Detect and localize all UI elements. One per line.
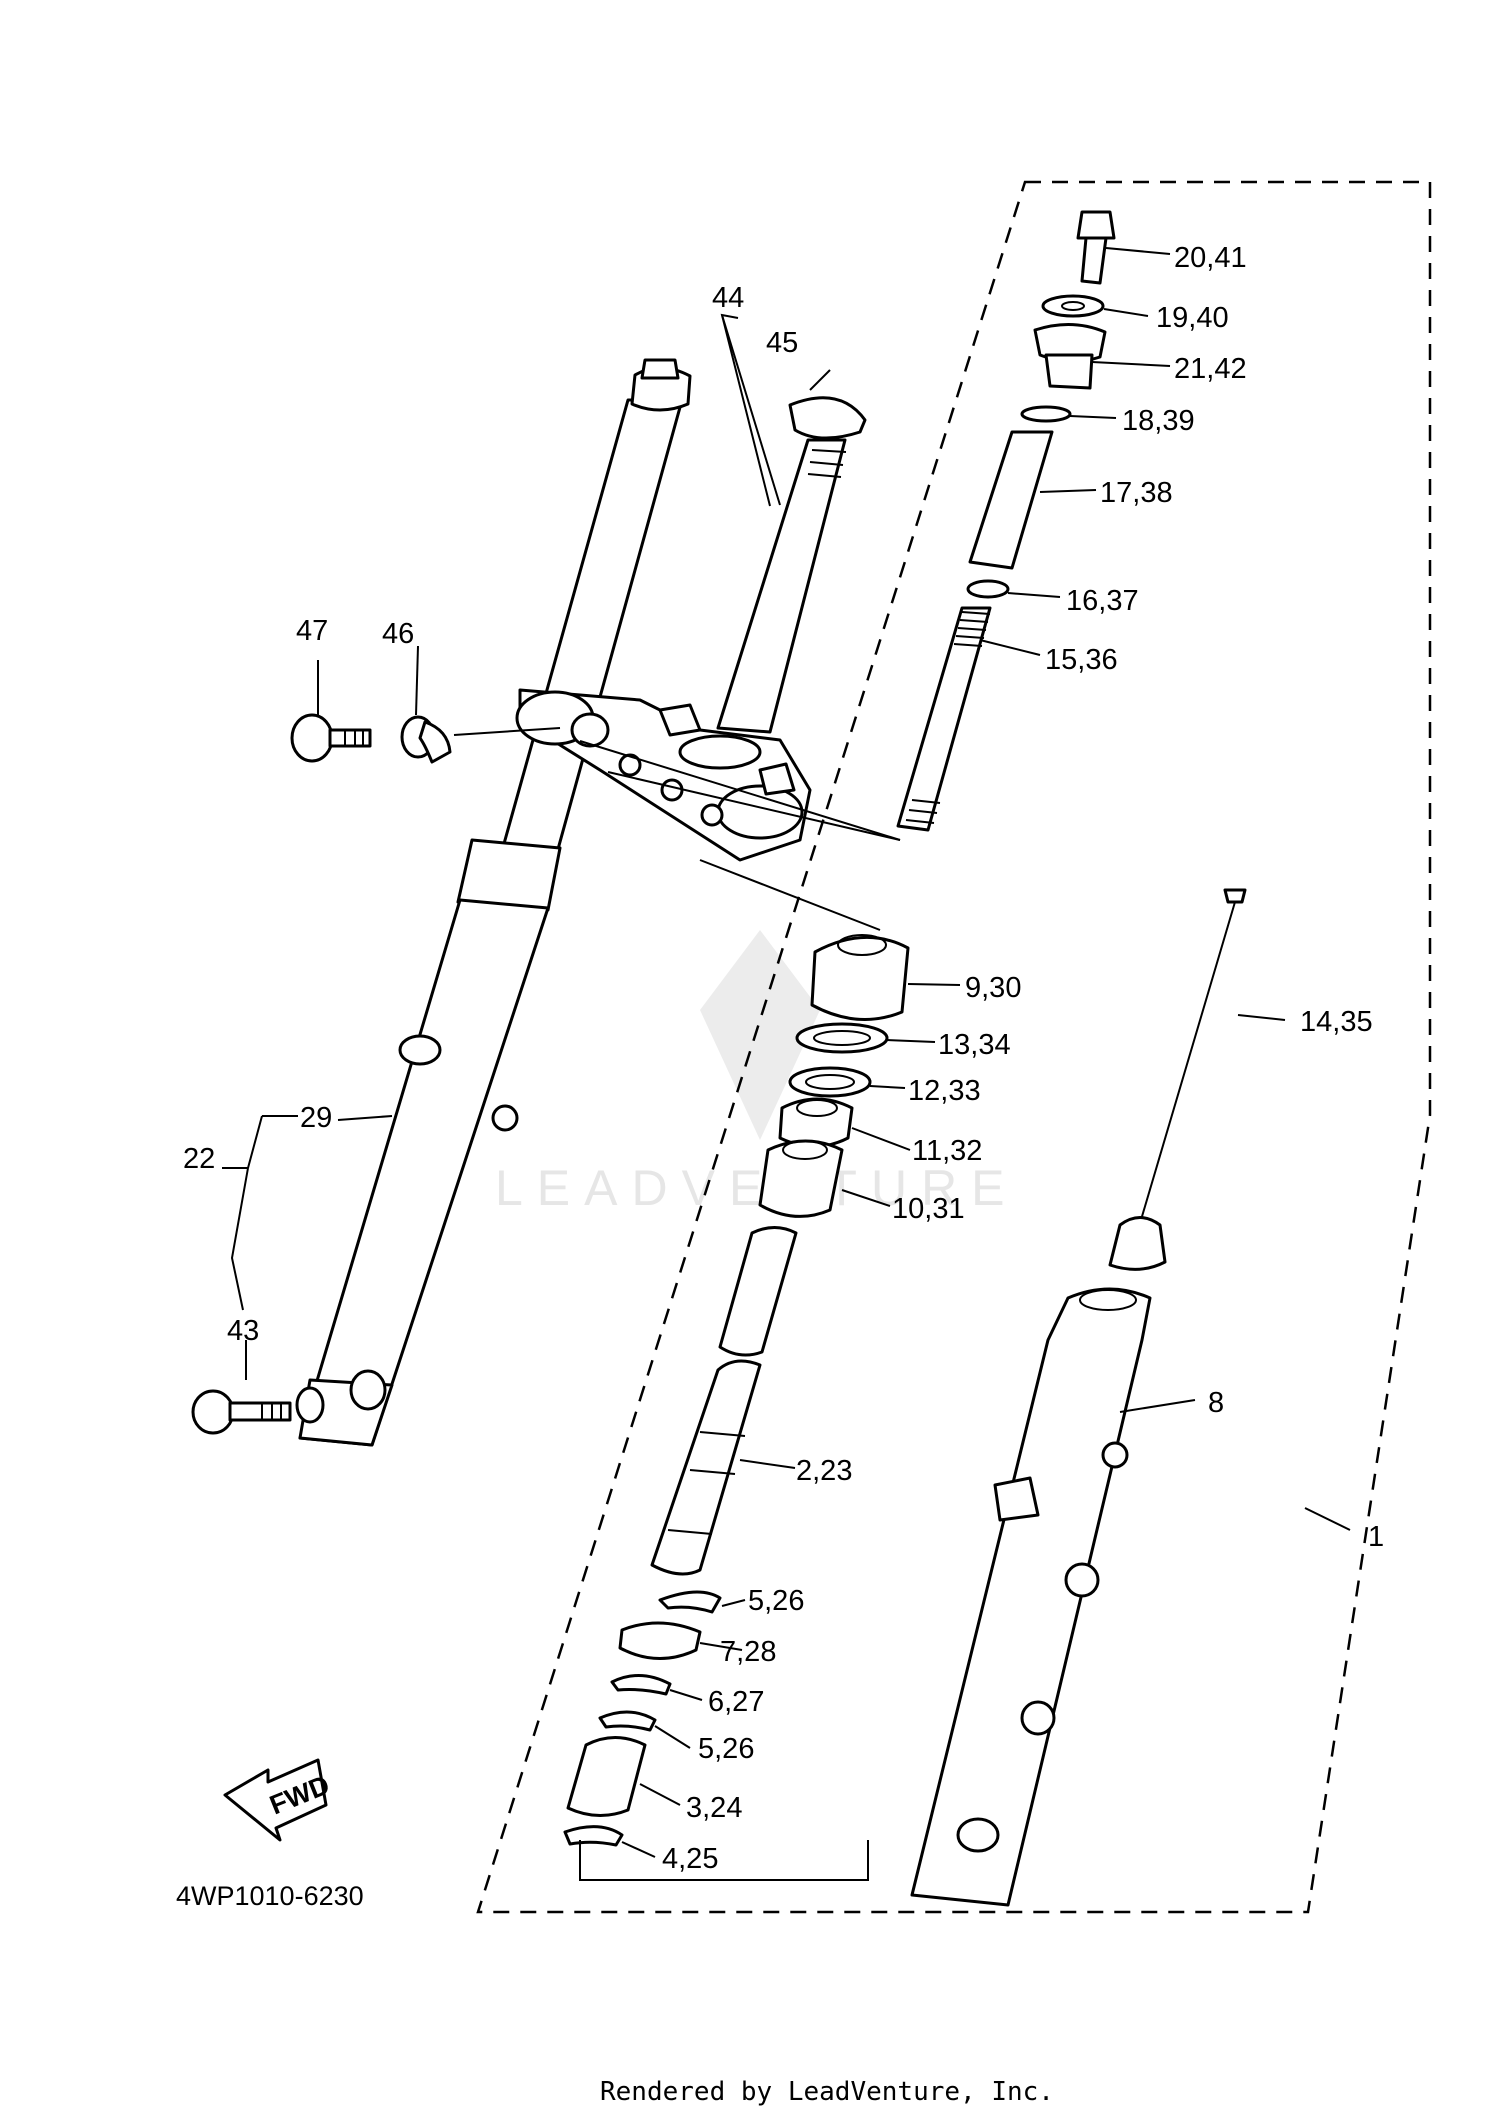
callout-29: 29 xyxy=(300,1102,332,1134)
callout-16-37: 16,37 xyxy=(1066,585,1139,617)
assembly-boundary xyxy=(476,180,1432,1914)
part-43-bolt xyxy=(191,1389,292,1435)
callout-1: 1 xyxy=(1368,1521,1384,1553)
bearing-stack xyxy=(758,934,910,1218)
callout-7-28: 7,28 xyxy=(720,1636,776,1668)
callout-5-26-upper: 5,26 xyxy=(748,1585,804,1617)
callout-46: 46 xyxy=(382,618,414,650)
callout-4-25: 4,25 xyxy=(662,1843,718,1875)
fwd-arrow-icon: FWD xyxy=(223,1758,334,1842)
callout-8: 8 xyxy=(1208,1387,1224,1419)
callout-14-35: 14,35 xyxy=(1300,1006,1373,1038)
leader-lines xyxy=(222,247,1351,1881)
watermark-text: LEADVENTURE xyxy=(495,1160,1019,1216)
left-fork-leg xyxy=(295,358,692,1447)
watermark: LEADVENTURE xyxy=(495,930,1019,1216)
callout-17-38: 17,38 xyxy=(1100,477,1173,509)
callout-2-23: 2,23 xyxy=(796,1455,852,1487)
callout-10-31: 10,31 xyxy=(892,1193,965,1225)
callout-5-26-lower: 5,26 xyxy=(698,1733,754,1765)
right-fork-leg xyxy=(910,888,1247,1907)
footer-credit: Rendered by LeadVenture, Inc. xyxy=(600,2077,1054,2107)
callout-6-27: 6,27 xyxy=(708,1686,764,1718)
callout-18-39: 18,39 xyxy=(1122,405,1195,437)
callout-21-42: 21,42 xyxy=(1174,353,1247,385)
callout-47: 47 xyxy=(296,615,328,647)
watermark-logo-icon xyxy=(700,930,820,1140)
diagram-code: 4WP1010-6230 xyxy=(176,1881,364,1911)
steering-stem xyxy=(515,438,847,862)
part-45-shape xyxy=(788,396,867,440)
callout-15-36: 15,36 xyxy=(1045,644,1118,676)
part-46-clip xyxy=(400,715,452,764)
callout-22: 22 xyxy=(183,1143,215,1175)
callout-43: 43 xyxy=(227,1315,259,1347)
callout-13-34: 13,34 xyxy=(938,1029,1011,1061)
callout-3-24: 3,24 xyxy=(686,1792,742,1824)
callout-11-32: 11,32 xyxy=(912,1135,982,1167)
callout-labels: 1 2,23 3,24 4,25 5,26 6,27 5,26 7,28 8 9… xyxy=(183,242,1384,1875)
damper-stack xyxy=(563,1226,798,1847)
cap-bolt-stack xyxy=(896,210,1116,832)
part-47-bolt xyxy=(290,713,372,763)
callout-9-30: 9,30 xyxy=(965,972,1021,1004)
callout-44: 44 xyxy=(712,282,744,314)
callout-45: 45 xyxy=(766,327,798,359)
callout-20-41: 20,41 xyxy=(1174,242,1247,274)
callout-19-40: 19,40 xyxy=(1156,302,1229,334)
callout-12-33: 12,33 xyxy=(908,1075,981,1107)
